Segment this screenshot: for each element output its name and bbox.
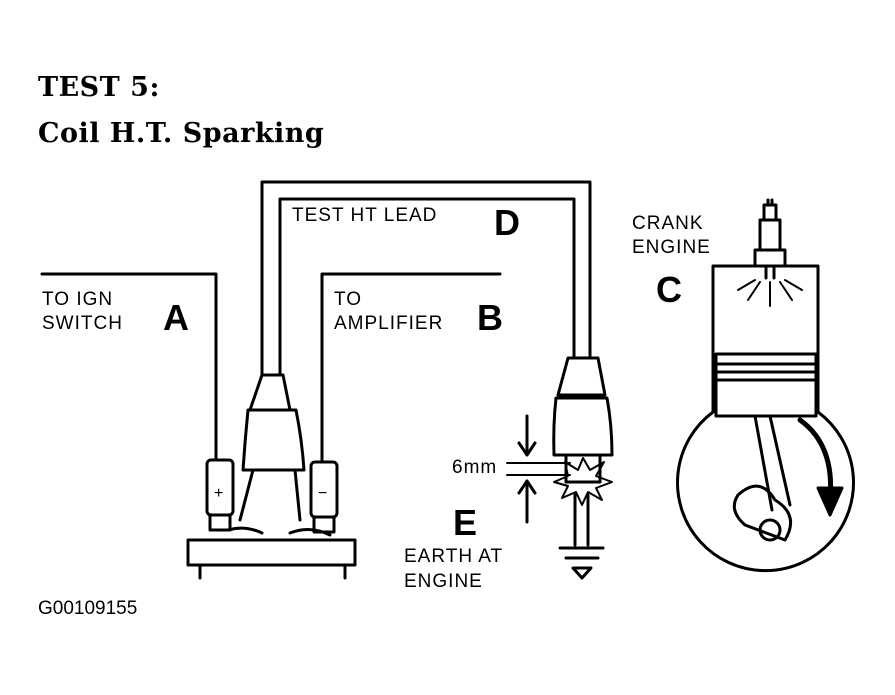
test-ht-lead-label: TEST HT LEAD [292, 205, 438, 226]
figure-code: G00109155 [38, 598, 138, 619]
earth-label-line1: EARTH AT [404, 546, 504, 567]
earth-electrode [573, 493, 590, 547]
crank-engine-label-line1: CRANK [632, 213, 704, 234]
coil-tower-top [248, 373, 292, 412]
coil-tower-neck [238, 468, 302, 522]
ign-switch-label-line2: SWITCH [42, 313, 123, 334]
label-letter-a: A [163, 297, 189, 338]
label-letter-c: C [656, 269, 682, 310]
coil-base [186, 538, 357, 567]
label-letter-e: E [453, 502, 478, 543]
crank-engine-label-line2: ENGINE [632, 237, 711, 258]
minus-sign: − [318, 485, 328, 502]
amplifier-label-line2: AMPLIFIER [334, 313, 444, 334]
crank-web [732, 484, 793, 542]
engine-spark-plug [753, 203, 787, 280]
combustion-rays [737, 279, 803, 307]
label-letter-d: D [494, 202, 520, 243]
amplifier-label-line1: TO [334, 289, 363, 310]
amplifier-wire [320, 272, 502, 464]
test-plug-boot [556, 356, 607, 397]
ign-switch-wire [40, 272, 218, 462]
spark-icon [553, 457, 613, 506]
gap-arrow-top [517, 414, 537, 457]
label-letter-b: B [477, 297, 503, 338]
plus-sign: + [214, 485, 224, 502]
earth-symbol [558, 546, 605, 580]
ht-lead-outer [260, 180, 592, 377]
ht-lead-inner [278, 197, 576, 377]
gap-label: 6mm [452, 457, 498, 478]
test-number-heading: TEST 5: [38, 72, 160, 103]
ign-switch-label-line1: TO IGN [42, 289, 114, 310]
engine-cylinder [711, 264, 820, 414]
test-title-heading: Coil H.T. Sparking [38, 118, 325, 149]
piston [714, 352, 818, 418]
earth-label-line2: ENGINE [404, 571, 483, 592]
coil-tower-body [241, 408, 306, 472]
gap-arrow-bottom [517, 479, 537, 524]
